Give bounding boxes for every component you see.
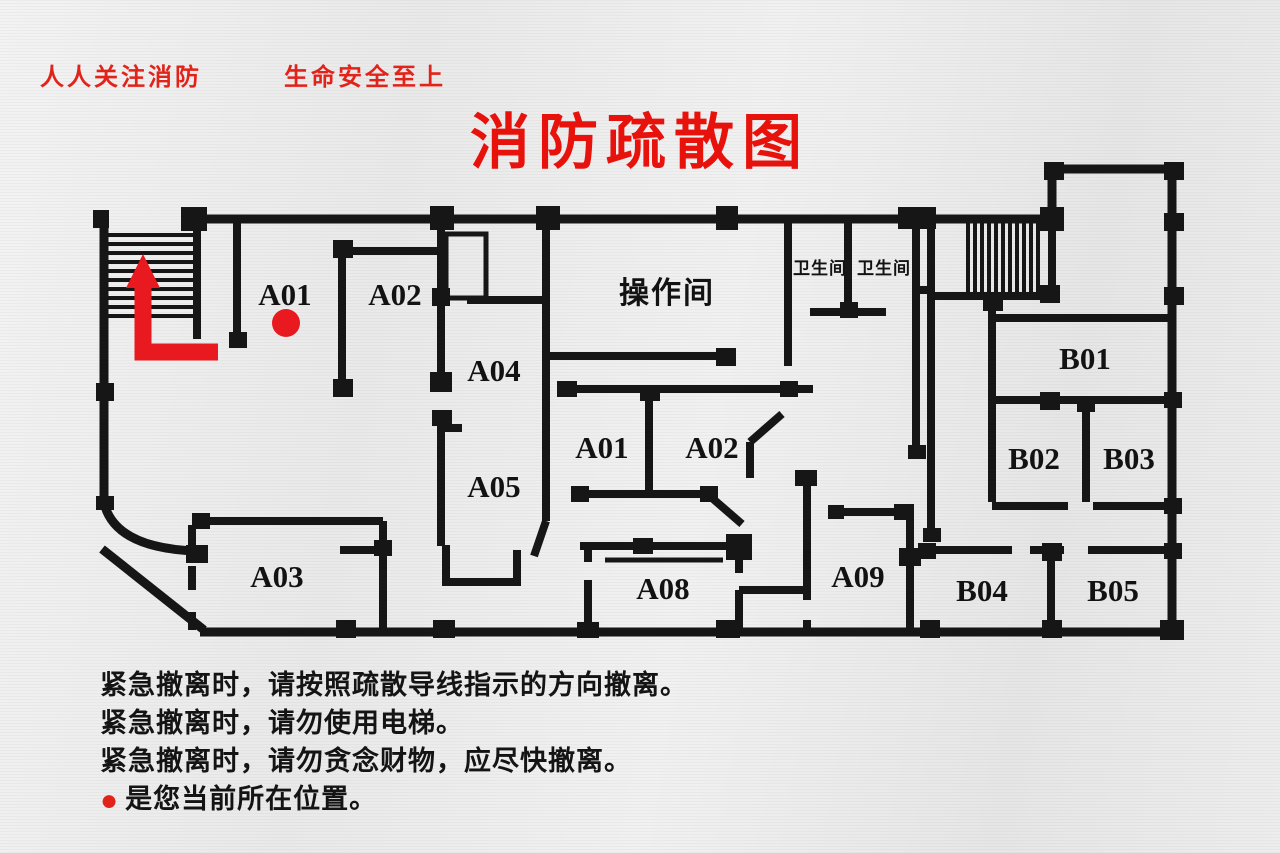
instruction-line: 紧急撤离时，请勿使用电梯。 xyxy=(100,708,464,738)
room-label-a01-mid: A01 xyxy=(575,430,628,465)
room-label-b04: B04 xyxy=(956,573,1008,608)
page-title: 消防疏散图 xyxy=(470,109,810,176)
room-label-restroom-1: 卫生间 xyxy=(793,258,847,278)
room-label-b03: B03 xyxy=(1103,441,1155,476)
location-legend: ●是您当前所在位置。 xyxy=(100,780,688,820)
room-label-a03: A03 xyxy=(250,559,303,594)
slogan-right: 生命安全至上 xyxy=(284,64,446,91)
current-location-dot xyxy=(272,309,300,337)
room-label-restroom-2: 卫生间 xyxy=(857,258,911,278)
instructions-block: 紧急撤离时，请按照疏散导线指示的方向撤离。 紧急撤离时，请勿使用电梯。 紧急撤离… xyxy=(100,666,688,820)
location-dot-icon: ● xyxy=(100,784,120,817)
room-label-b01: B01 xyxy=(1059,341,1111,376)
room-label-operation-room: 操作间 xyxy=(619,277,715,310)
room-label-b02: B02 xyxy=(1008,441,1060,476)
room-label-a02-mid: A02 xyxy=(685,430,738,465)
wall-columns xyxy=(93,162,1184,640)
room-label-a04: A04 xyxy=(467,353,520,388)
room-label-a08: A08 xyxy=(636,571,689,606)
room-label-a05: A05 xyxy=(467,469,520,504)
room-label-b05: B05 xyxy=(1087,573,1139,608)
room-label-a02-top: A02 xyxy=(368,277,421,312)
slogan-left: 人人关注消防 xyxy=(40,64,202,91)
stairs-right xyxy=(966,222,1040,293)
evacuation-arrow xyxy=(126,254,218,361)
instruction-line: 紧急撤离时，请勿贪念财物，应尽快撤离。 xyxy=(100,746,632,776)
location-legend-text: 是您当前所在位置。 xyxy=(125,784,378,814)
instruction-line: 紧急撤离时，请按照疏散导线指示的方向撤离。 xyxy=(100,670,688,700)
room-label-a01-top: A01 xyxy=(258,277,311,312)
walls-thin xyxy=(443,231,723,563)
room-label-a09: A09 xyxy=(831,559,884,594)
walls-inner xyxy=(188,219,1168,630)
